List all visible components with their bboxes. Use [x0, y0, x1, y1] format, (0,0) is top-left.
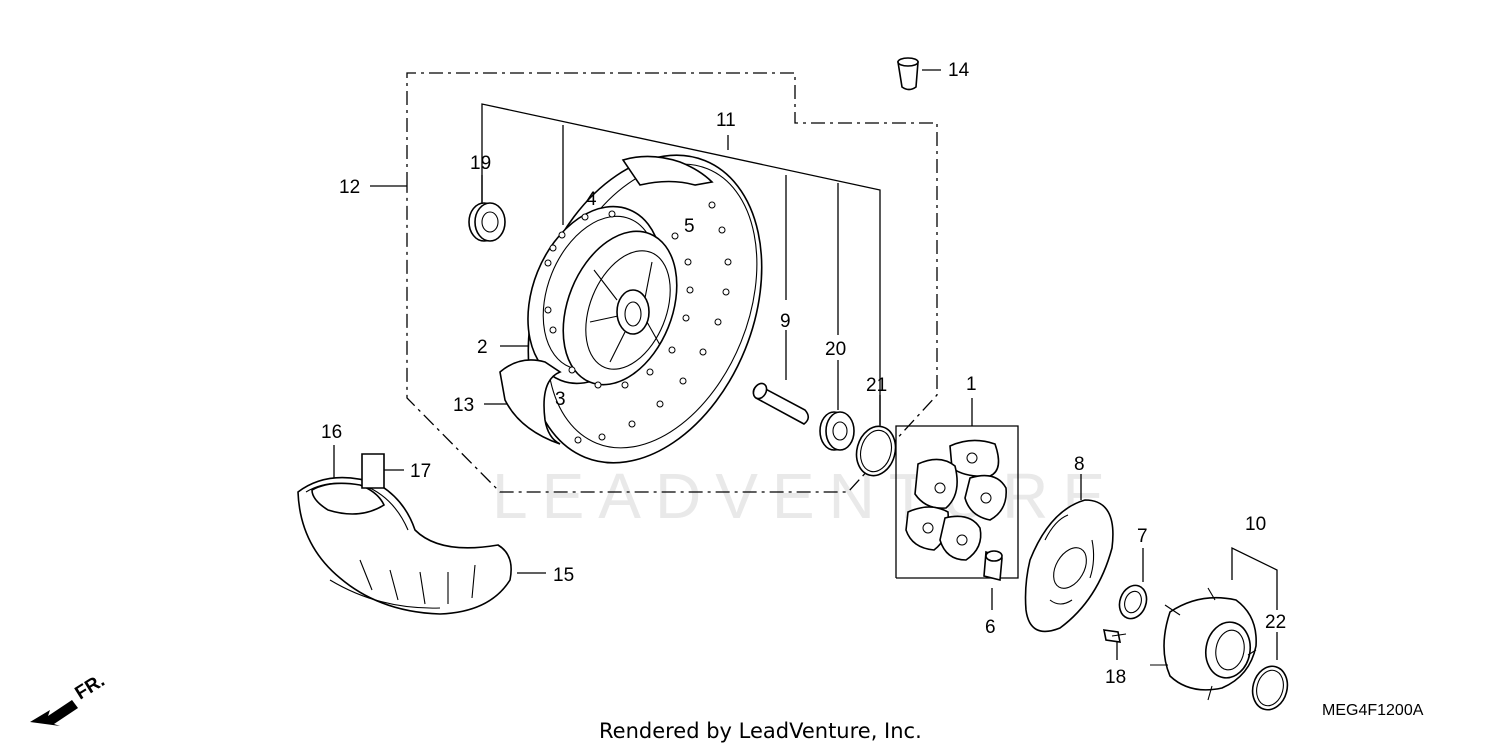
callout-7: 7 [1137, 526, 1148, 547]
callout-17: 17 [410, 461, 431, 482]
valve-cap-14 [897, 57, 919, 91]
watermark-text: LEADVENTURE [492, 460, 1119, 532]
callout-6: 6 [985, 617, 996, 638]
o-ring-22 [1251, 665, 1289, 711]
o-ring-21 [855, 425, 897, 477]
callout-15: 15 [553, 565, 574, 586]
callout-13: 13 [453, 395, 474, 416]
tag-17 [361, 453, 385, 489]
callout-14: 14 [948, 60, 970, 81]
plate-8 [1024, 499, 1114, 633]
washer-7 [1118, 584, 1148, 620]
callout-16: 16 [321, 422, 342, 443]
bearing-19 [468, 202, 506, 242]
callout-1: 1 [966, 374, 977, 395]
callout-19: 19 [470, 153, 491, 174]
collar-6 [983, 550, 1003, 582]
direction-label: FR. [72, 670, 109, 704]
callout-5: 5 [684, 216, 695, 237]
callout-labels: 1 2 3 4 5 6 7 8 9 10 11 12 13 14 15 16 1… [321, 60, 1286, 688]
callout-2: 2 [477, 337, 488, 358]
hub-flange-10 [1150, 587, 1257, 701]
strip-4-5 [621, 155, 714, 186]
callout-18: 18 [1105, 667, 1126, 688]
callout-4: 4 [586, 189, 597, 210]
callout-21: 21 [866, 375, 887, 396]
spacer-9 [752, 382, 810, 425]
callout-10: 10 [1245, 514, 1266, 535]
callout-22: 22 [1265, 612, 1286, 633]
credit-text: Rendered by LeadVenture, Inc. [599, 719, 922, 743]
callout-3: 3 [555, 389, 566, 410]
callout-9: 9 [780, 311, 791, 332]
arrow-icon [30, 700, 78, 726]
damper-set-1 [905, 439, 1007, 561]
assembly-outline [406, 72, 938, 493]
callout-12: 12 [339, 177, 360, 198]
bearing-20 [819, 411, 855, 451]
rear-wheel [527, 154, 763, 464]
callout-11: 11 [716, 110, 736, 131]
front-direction-arrow: FR. [30, 670, 109, 726]
bolt-18 [1102, 629, 1127, 643]
tire-15 [297, 476, 512, 615]
watermark: LEADVENTURE [492, 460, 1119, 532]
callout-20: 20 [825, 339, 846, 360]
rim-strip-13 [499, 359, 562, 445]
callout-8: 8 [1074, 454, 1085, 475]
drawing-code: MEG4F1200A [1322, 702, 1424, 719]
